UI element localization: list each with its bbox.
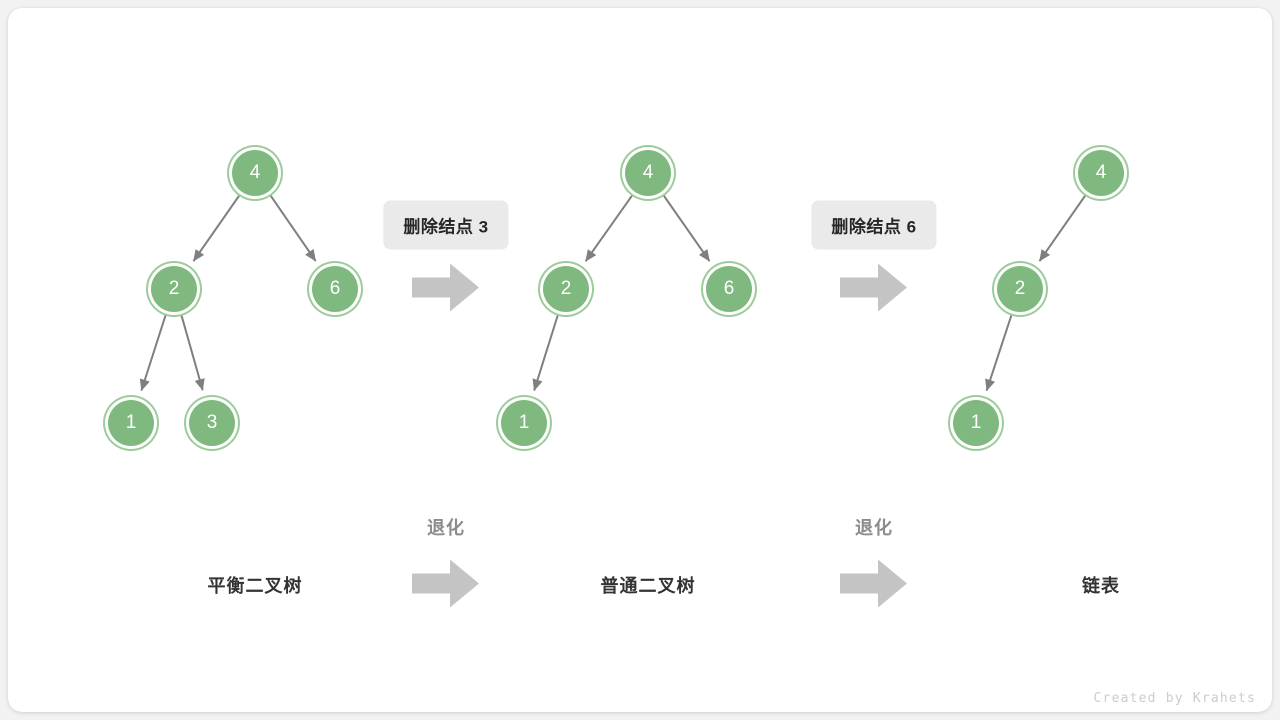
tree-node-2: 2: [997, 266, 1043, 312]
tree-node-1: 1: [501, 400, 547, 446]
delete-node-3-badge: 删除结点 3: [383, 200, 509, 250]
delete-node-6-badge: 删除结点 6: [811, 200, 937, 250]
degrade-1: 退化: [427, 518, 465, 538]
tree-node-3: 3: [189, 400, 235, 446]
tree-edge: [179, 312, 205, 391]
tree-edge: [661, 192, 711, 262]
tree-edge: [985, 312, 1014, 392]
caption-ordinary: 普通二叉树: [600, 576, 696, 596]
watermark: Created by Krahets: [1093, 691, 1256, 706]
tree-edge: [268, 193, 317, 262]
tree-edge: [584, 192, 635, 262]
tree-node-2: 2: [543, 266, 589, 312]
tree-node-6: 6: [706, 266, 752, 312]
tree-arrow-1: [412, 262, 480, 319]
caption-balanced: 平衡二叉树: [207, 576, 303, 596]
degrade-2: 退化: [855, 518, 893, 538]
tree-node-2: 2: [151, 266, 197, 312]
arrow-shape: [840, 263, 907, 312]
arrow-shape: [412, 559, 479, 608]
caption-linkedlist: 链表: [1082, 576, 1120, 596]
tree-node-6: 6: [312, 266, 358, 312]
tree-edge: [532, 312, 560, 391]
tree-edge: [192, 192, 242, 262]
arrow-shape: [840, 559, 907, 608]
tree-node-4: 4: [232, 150, 278, 196]
tree-arrow-2: [840, 262, 908, 319]
caption-arrow-2: [840, 558, 908, 615]
tree-node-1: 1: [108, 400, 154, 446]
arrow-shape: [412, 263, 479, 312]
tree-edge: [139, 312, 168, 392]
tree-node-4: 4: [1078, 150, 1124, 196]
tree-node-1: 1: [953, 400, 999, 446]
caption-arrow-1: [412, 558, 480, 615]
tree-edge: [1038, 192, 1088, 262]
tree-edges-layer: [139, 192, 1088, 392]
tree-node-4: 4: [625, 150, 671, 196]
